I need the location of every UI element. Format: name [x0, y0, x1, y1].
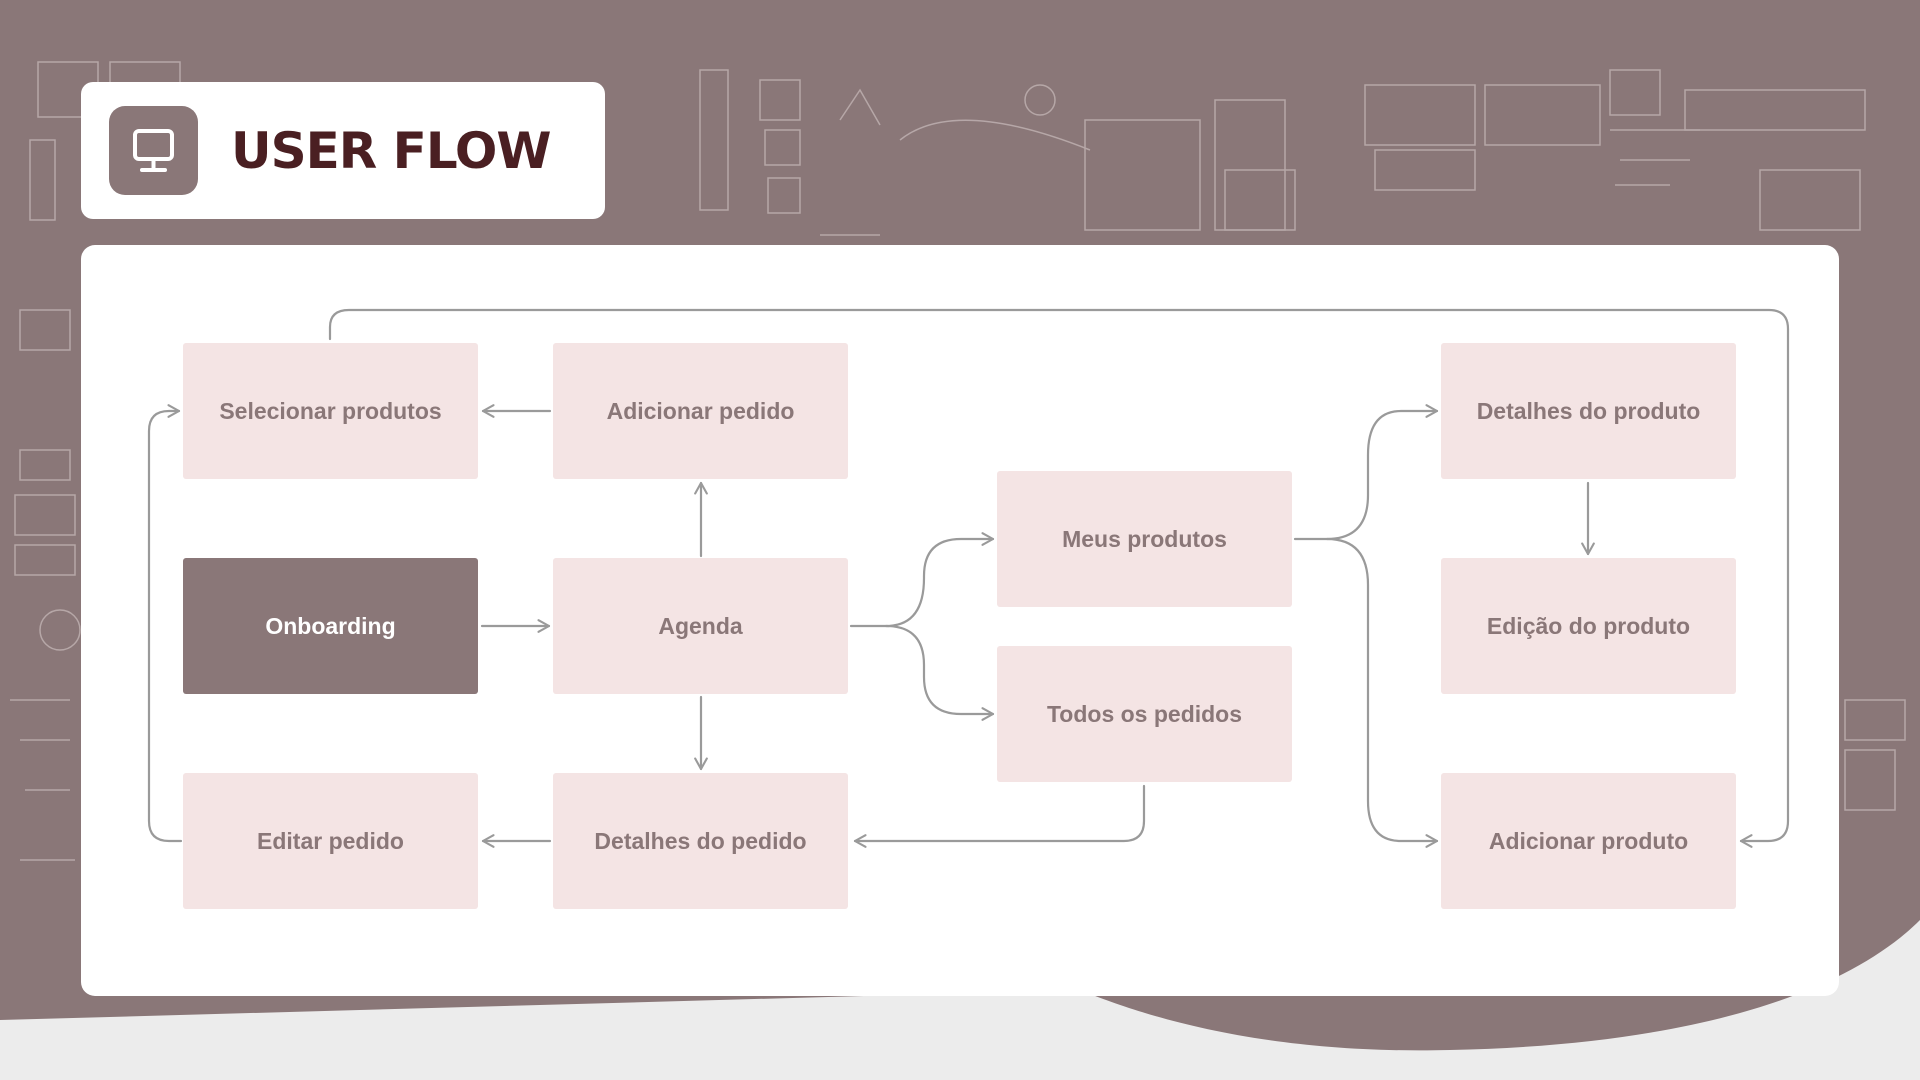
node-selecionar-produtos: Selecionar produtos — [183, 343, 478, 479]
monitor-icon — [109, 106, 198, 195]
arrow-agenda-to-todos-pedidos — [884, 624, 995, 721]
page-title: USER FLOW — [231, 122, 552, 180]
node-todos-pedidos: Todos os pedidos — [997, 646, 1292, 782]
arrow-meus-produtos-to-detalhes-produto — [1293, 404, 1439, 541]
node-detalhes-produto: Detalhes do produto — [1441, 343, 1736, 479]
node-onboarding: Onboarding — [183, 558, 478, 694]
arrow-editar-to-selecionar — [147, 404, 183, 843]
arrow-loop-to-adicionar-produto — [328, 308, 1790, 848]
node-detalhes-pedido: Detalhes do pedido — [553, 773, 848, 909]
title-card: USER FLOW — [81, 82, 605, 219]
arrow-meus-produtos-to-adicionar-produto — [1325, 537, 1439, 848]
node-meus-produtos: Meus produtos — [997, 471, 1292, 607]
flow-connectors — [147, 308, 1790, 848]
node-editar-pedido: Editar pedido — [183, 773, 478, 909]
node-adicionar-produto: Adicionar produto — [1441, 773, 1736, 909]
user-flow-diagram: Selecionar produtos Adicionar pedido Onb… — [81, 245, 1839, 996]
arrow-agenda-to-meus-produtos — [849, 532, 995, 628]
node-edicao-produto: Edição do produto — [1441, 558, 1736, 694]
arrow-todos-pedidos-to-detalhes — [853, 784, 1146, 848]
node-agenda: Agenda — [553, 558, 848, 694]
node-adicionar-pedido: Adicionar pedido — [553, 343, 848, 479]
